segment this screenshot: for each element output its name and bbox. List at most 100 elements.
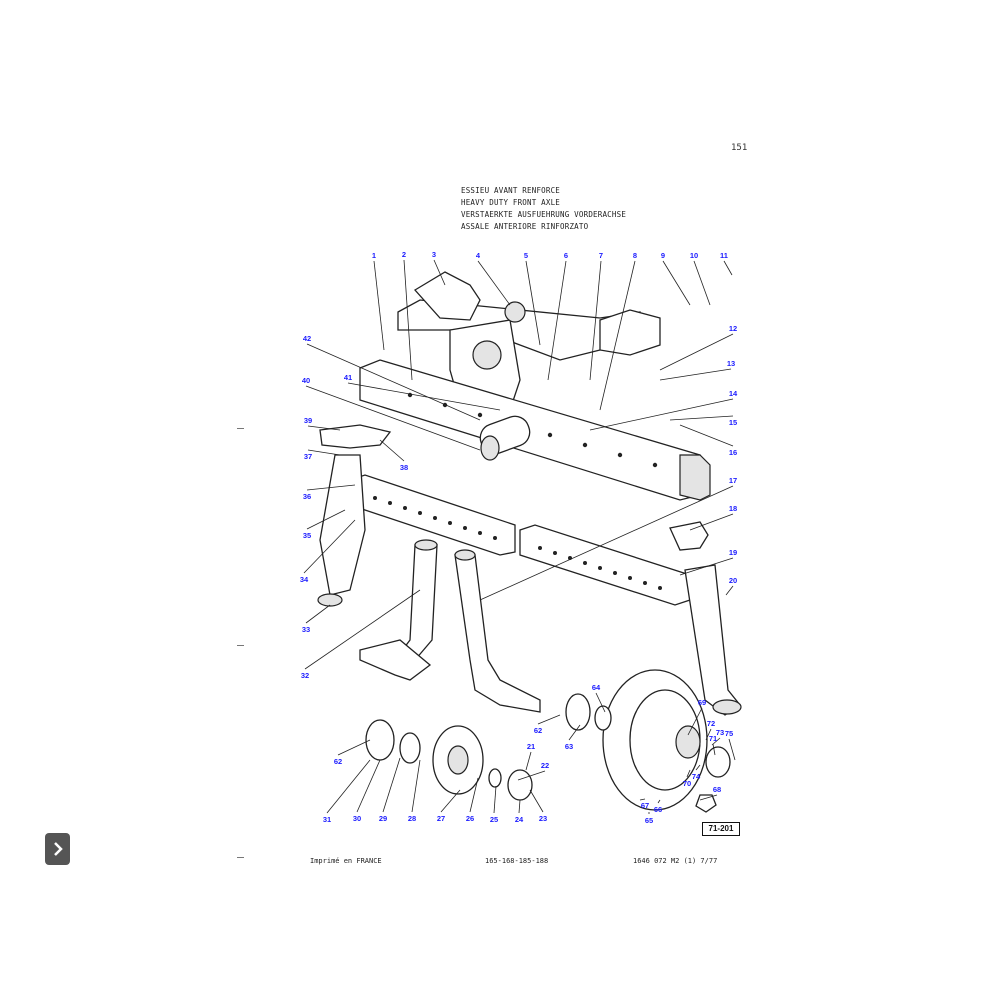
leader-line [568,724,581,741]
leader-line [693,260,711,306]
leader-line [657,799,661,804]
part-callout-35: 35 [303,531,311,540]
part-callout-4: 4 [476,251,481,260]
part-callout-31: 31 [323,815,331,824]
title-fr: ESSIEU AVANT RENFORCE [461,186,561,195]
leader-line [659,368,732,381]
part-callout-68: 68 [713,785,721,794]
leader-line [705,728,712,741]
diagram-title-block: ESSIEU AVANT RENFORCE HEAVY DUTY FRONT A… [461,185,626,233]
leader-line [599,260,636,411]
leader-line [517,770,546,781]
leader-line [686,769,691,778]
right-axle-extension [519,524,691,606]
part-callout-6: 6 [564,251,568,260]
leader-line [723,260,733,276]
leader-line [304,589,421,670]
part-callout-66: 66 [654,805,662,814]
part-callout-75: 75 [725,729,733,738]
part-callout-37: 37 [304,452,312,461]
leader-line [440,789,461,813]
leader-line [305,604,331,624]
part-callout-1: 1 [372,251,376,260]
leader-line [493,785,497,814]
part-callout-12: 12 [729,324,737,333]
leader-line [373,260,385,351]
leader-line [529,789,544,813]
leader-line [307,425,341,431]
axle-support-bracket [397,271,661,411]
part-callout-20: 20 [729,576,737,585]
page-number: 151 [731,143,748,153]
right-kingpin-housing [669,521,742,716]
leader-line [659,333,734,371]
part-callout-23: 23 [539,814,547,823]
part-callout-22: 22 [541,761,549,770]
left-steering-spindle [359,539,438,681]
leader-line [379,439,405,462]
leader-line [518,799,521,814]
part-callout-32: 32 [301,671,309,680]
pivot-pin [479,415,531,461]
right-steering-spindle [454,549,541,713]
leader-line [589,398,734,431]
part-callout-71: 71 [709,734,717,743]
leader-line [306,509,346,530]
part-callout-65: 65 [645,816,653,825]
part-callout-64: 64 [592,683,601,692]
leader-line [711,737,721,746]
part-callout-19: 19 [729,548,737,557]
part-callout-63: 63 [565,742,573,751]
part-callout-27: 27 [437,814,445,823]
leader-line [477,260,511,306]
leader-line [356,759,381,813]
part-callout-30: 30 [353,814,361,823]
part-callout-10: 10 [690,251,698,260]
leader-line [525,260,541,346]
leader-line [589,260,602,381]
part-callout-36: 36 [303,492,311,501]
leader-line [382,757,401,813]
part-callout-69: 69 [698,698,706,707]
leader-line [411,759,421,813]
part-callout-18: 18 [729,504,737,513]
part-callout-15: 15 [729,418,737,427]
part-callout-67: 67 [641,801,649,810]
part-callout-8: 8 [633,251,637,260]
next-page-button[interactable] [45,833,70,865]
title-de: VERSTAERKTE AUSFUEHRUNG VORDERACHSE [461,210,627,219]
part-callout-25: 25 [490,815,498,824]
leader-line [469,777,479,813]
part-callout-34: 34 [300,575,309,584]
leader-line [595,692,606,713]
brake-drum-hub [602,669,731,813]
part-callout-9: 9 [661,251,665,260]
leader-line [537,714,561,725]
leader-line [525,751,532,771]
leader-line [699,794,718,801]
part-callout-70: 70 [683,779,691,788]
part-callout-74: 74 [692,772,701,781]
part-callout-24: 24 [515,815,524,824]
leader-line [307,449,341,456]
leader-line [347,382,501,411]
part-callout-28: 28 [408,814,416,823]
leader-line [679,424,734,447]
footer-printed-in: Imprimé en FRANCE [310,857,382,865]
leader-line [662,260,691,306]
leader-line [679,557,734,576]
leader-line [728,738,736,761]
part-callout-42: 42 [303,334,311,343]
part-callout-26: 26 [466,814,474,823]
part-callout-41: 41 [344,373,352,382]
part-callout-16: 16 [729,448,737,457]
leader-line [337,739,371,756]
leader-line [479,485,734,601]
leader-line [547,260,567,381]
part-callout-40: 40 [302,376,310,385]
footer-models: 165-168-185-188 [485,857,549,865]
footer-doc-number: 1646 072 M2 (1) 7/77 [633,857,718,865]
part-callout-7: 7 [599,251,603,260]
part-callout-13: 13 [727,359,735,368]
